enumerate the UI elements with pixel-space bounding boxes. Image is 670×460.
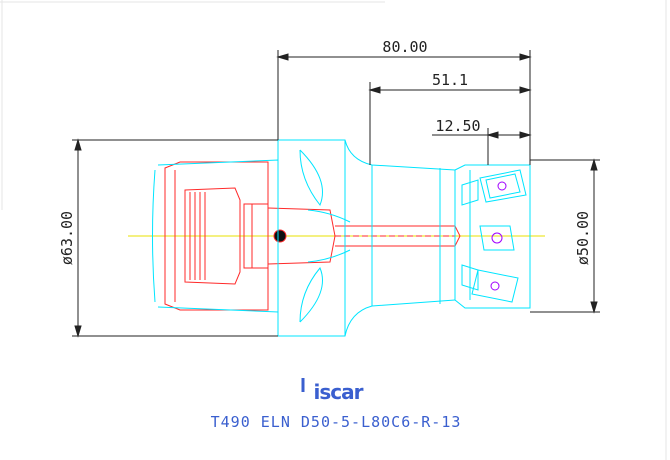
dim-overall-length: 80.00 [382, 38, 427, 56]
insert-screws [490, 181, 507, 291]
brand-logo: iscar [314, 380, 364, 404]
dim-shank-diameter: ø63.00 [58, 211, 76, 265]
dim-cutter-diameter: ø50.00 [574, 211, 592, 265]
dim-length-2: 51.1 [432, 71, 468, 89]
dim-length-3: 12.50 [435, 117, 480, 135]
dimension-lines [72, 50, 600, 338]
part-number-title: T490 ELN D50-5-L80C6-R-13 [211, 413, 462, 431]
tool-body [152, 139, 531, 337]
shank-section [164, 161, 461, 311]
inserts [461, 169, 527, 303]
pivot-ball [273, 229, 287, 243]
